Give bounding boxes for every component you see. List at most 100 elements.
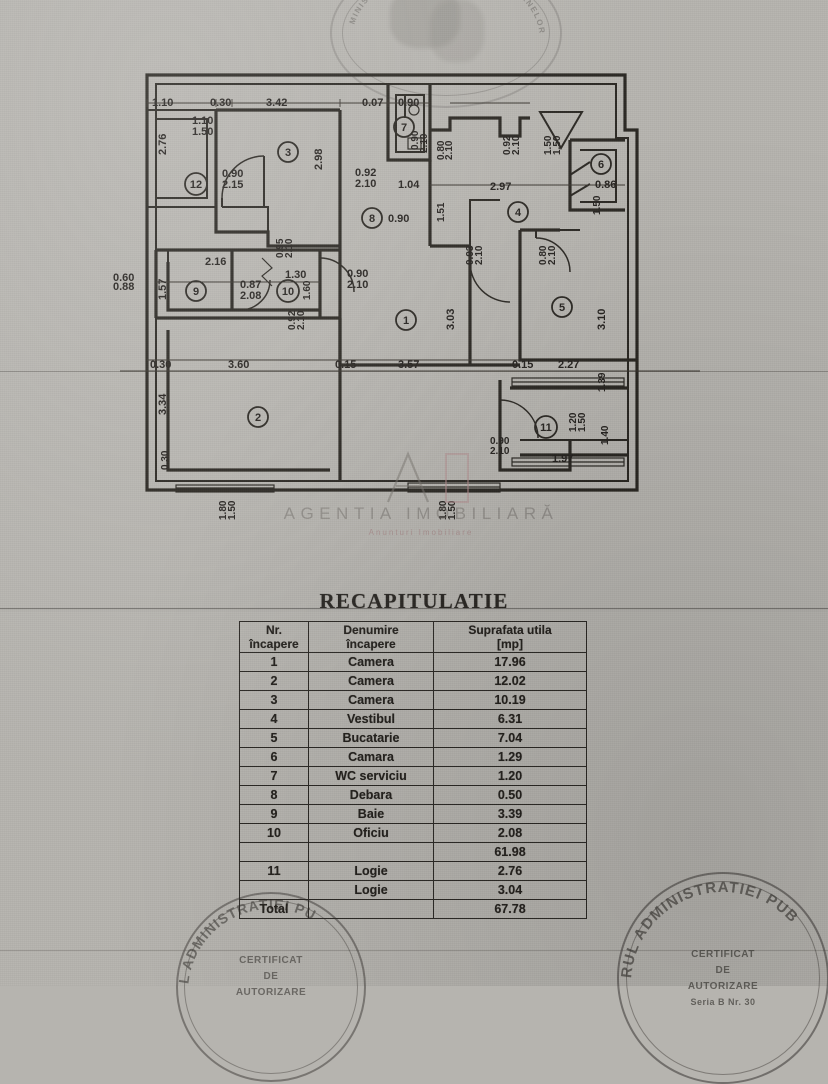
cell-nr: 4 xyxy=(239,709,309,729)
room-marker-6: 6 xyxy=(590,153,612,175)
room-marker-8: 8 xyxy=(361,207,383,229)
cell-nr: 10 xyxy=(239,823,309,843)
cell-nr: 3 xyxy=(239,690,309,710)
svg-text:2.27: 2.27 xyxy=(558,359,579,371)
svg-text:1.80: 1.80 xyxy=(218,500,229,520)
header-suprafata-utila: Suprafata utila [mp] xyxy=(433,621,587,653)
stamp-bl-line3: AUTORIZARE xyxy=(235,987,307,998)
svg-text:1.57: 1.57 xyxy=(157,279,169,300)
room-marker-label: 9 xyxy=(193,286,199,298)
room-marker-label: 7 xyxy=(401,122,407,134)
paper-fold-line xyxy=(0,371,828,372)
room-marker-label: 11 xyxy=(540,422,552,434)
stamp-br-line2: DE xyxy=(715,965,731,976)
svg-text:1.50: 1.50 xyxy=(577,412,588,432)
room-marker-label: 10 xyxy=(282,286,294,298)
cell-area: 3.04 xyxy=(433,880,587,900)
svg-text:RUL ADMINISTRATIEI PUB: RUL ADMINISTRATIEI PUB xyxy=(618,879,802,979)
room-marker-3: 3 xyxy=(277,141,299,163)
room-marker-label: 12 xyxy=(190,179,202,191)
header-nr-incapere: Nr. încapere xyxy=(239,621,309,653)
svg-text:0.80: 0.80 xyxy=(538,245,549,265)
svg-text:2.97: 2.97 xyxy=(490,181,511,193)
cell-name: Vestibul xyxy=(308,709,434,729)
cell-name: Oficiu xyxy=(308,823,434,843)
room-marker-5: 5 xyxy=(551,296,573,318)
stamp-br-line4: Seria B Nr. 30 xyxy=(690,997,756,1007)
svg-text:0.15: 0.15 xyxy=(512,359,533,371)
cell-area: 3.39 xyxy=(433,804,587,824)
svg-text:0.30: 0.30 xyxy=(210,97,231,109)
cell-area: 67.78 xyxy=(433,899,587,919)
svg-text:3.34: 3.34 xyxy=(157,393,169,415)
svg-text:3.10: 3.10 xyxy=(596,309,608,330)
cell-name: Bucatarie xyxy=(308,728,434,748)
header-name-line1: Denumire xyxy=(343,623,399,637)
svg-text:0.30: 0.30 xyxy=(160,450,171,470)
svg-text:1.40: 1.40 xyxy=(600,425,611,445)
svg-text:0.90: 0.90 xyxy=(398,97,419,109)
room-marker-11: 11 xyxy=(534,415,558,439)
header-denumire-incapere: Denumire încapere xyxy=(308,621,434,653)
cell-nr: 8 xyxy=(239,785,309,805)
cell-area: 0.50 xyxy=(433,785,587,805)
svg-text:2.10: 2.10 xyxy=(511,135,522,155)
room-marker-9: 9 xyxy=(185,280,207,302)
room-marker-label: 2 xyxy=(255,412,261,424)
svg-text:2.10: 2.10 xyxy=(474,245,485,265)
cell-nr: 9 xyxy=(239,804,309,824)
paper-fold-line xyxy=(0,950,828,951)
cell-nr: 6 xyxy=(239,747,309,767)
room-marker-label: 3 xyxy=(285,147,291,159)
svg-text:0.86: 0.86 xyxy=(595,179,616,191)
room-marker-7: 7 xyxy=(393,116,415,138)
floor-plan-drawing: .w { fill:none; stroke:#2b2823; stroke-w… xyxy=(113,73,700,520)
cell-area: 1.20 xyxy=(433,766,587,786)
svg-text:1.39: 1.39 xyxy=(597,372,608,392)
svg-text:0.90: 0.90 xyxy=(222,168,243,180)
svg-text:2.16: 2.16 xyxy=(205,256,226,268)
cell-area: 2.08 xyxy=(433,823,587,843)
cell-name: Camera xyxy=(308,690,434,710)
cell-name: Baie xyxy=(308,804,434,824)
svg-text:1.30: 1.30 xyxy=(285,269,306,281)
header-nr-line2: încapere xyxy=(249,637,299,651)
svg-text:0.15: 0.15 xyxy=(335,359,356,371)
svg-text:0.90: 0.90 xyxy=(490,436,510,447)
room-marker-label: 1 xyxy=(403,315,409,327)
table-row: 61.98 xyxy=(239,842,587,862)
cell-name: Logie xyxy=(308,880,434,900)
svg-text:3.57: 3.57 xyxy=(398,359,419,371)
svg-text:0.90: 0.90 xyxy=(388,213,409,225)
svg-text:2.10: 2.10 xyxy=(444,140,455,160)
svg-text:1.51: 1.51 xyxy=(436,202,447,222)
svg-text:2.10: 2.10 xyxy=(490,446,510,457)
svg-text:2.10: 2.10 xyxy=(296,310,307,330)
room-marker-1: 1 xyxy=(395,309,417,331)
cell-nr: Total xyxy=(239,899,309,919)
svg-text:2.10: 2.10 xyxy=(347,279,368,291)
paper-fold-line xyxy=(0,608,828,609)
cell-nr: 7 xyxy=(239,766,309,786)
svg-text:0.92: 0.92 xyxy=(355,167,376,179)
svg-text:3.03: 3.03 xyxy=(445,309,457,330)
svg-text:1.10: 1.10 xyxy=(152,97,173,109)
room-marker-4: 4 xyxy=(507,201,529,223)
cell-name: WC serviciu xyxy=(308,766,434,786)
cell-nr: 1 xyxy=(239,652,309,672)
svg-text:0.90: 0.90 xyxy=(347,268,368,280)
svg-text:1.20: 1.20 xyxy=(568,412,579,432)
svg-text:0.80: 0.80 xyxy=(436,140,447,160)
table-row: Total 67.78 xyxy=(239,899,587,919)
cell-area: 61.98 xyxy=(433,842,587,862)
cell-area: 1.29 xyxy=(433,747,587,767)
